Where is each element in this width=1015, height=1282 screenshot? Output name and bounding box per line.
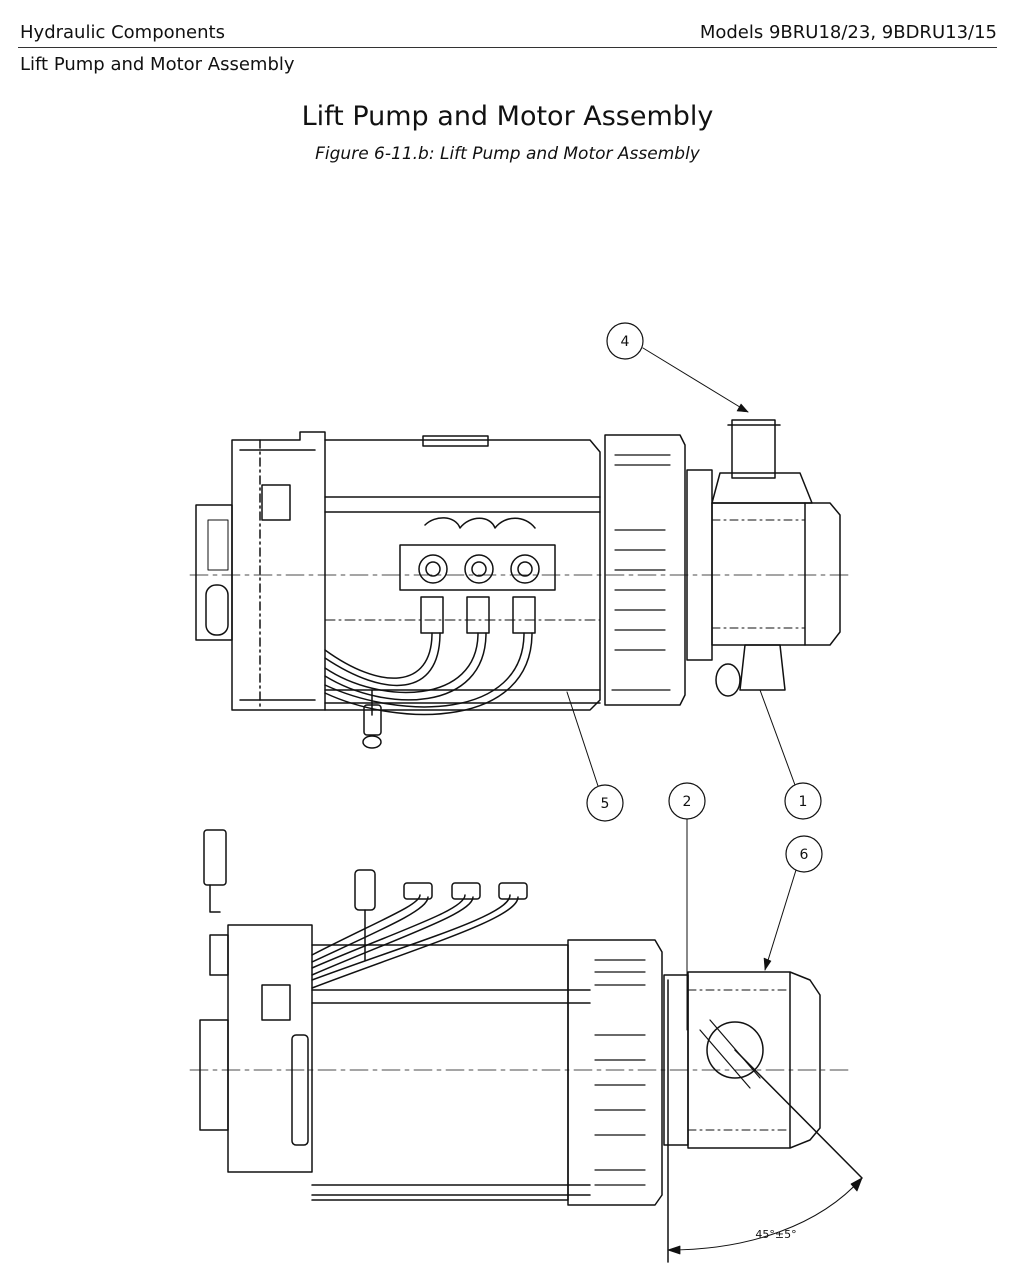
header-models: Models 9BRU18/23, 9BDRU13/15 (699, 22, 997, 43)
pump-side (687, 971, 821, 1149)
callout-2-label: 2 (683, 794, 692, 810)
bottom-view (189, 829, 863, 1263)
callout-4: 4 (606, 322, 749, 413)
figure-caption: Figure 6-11.b: Lift Pump and Motor Assem… (315, 144, 700, 164)
callout-4-label: 4 (621, 334, 630, 350)
callout-1-label: 1 (799, 794, 808, 810)
pump-body (711, 472, 841, 646)
terminal-studs (399, 517, 556, 634)
header-divider (18, 47, 997, 48)
header-section: Hydraulic Components (20, 22, 225, 43)
motor-cables (324, 632, 533, 749)
header-subsection: Lift Pump and Motor Assembly (20, 54, 295, 75)
callout-6: 6 (763, 835, 823, 971)
page-title: Lift Pump and Motor Assembly (301, 101, 714, 132)
outlet-elbow (739, 644, 786, 691)
callout-5: 5 (566, 691, 624, 822)
angle-dimension-label: 45°±5° (755, 1228, 796, 1241)
callout-6-label: 6 (800, 847, 809, 863)
callout-1: 1 (759, 689, 822, 820)
callout-5-label: 5 (601, 796, 610, 812)
callout-2: 2 (668, 782, 706, 1031)
top-view (189, 419, 851, 749)
inlet-fitting (727, 419, 781, 479)
